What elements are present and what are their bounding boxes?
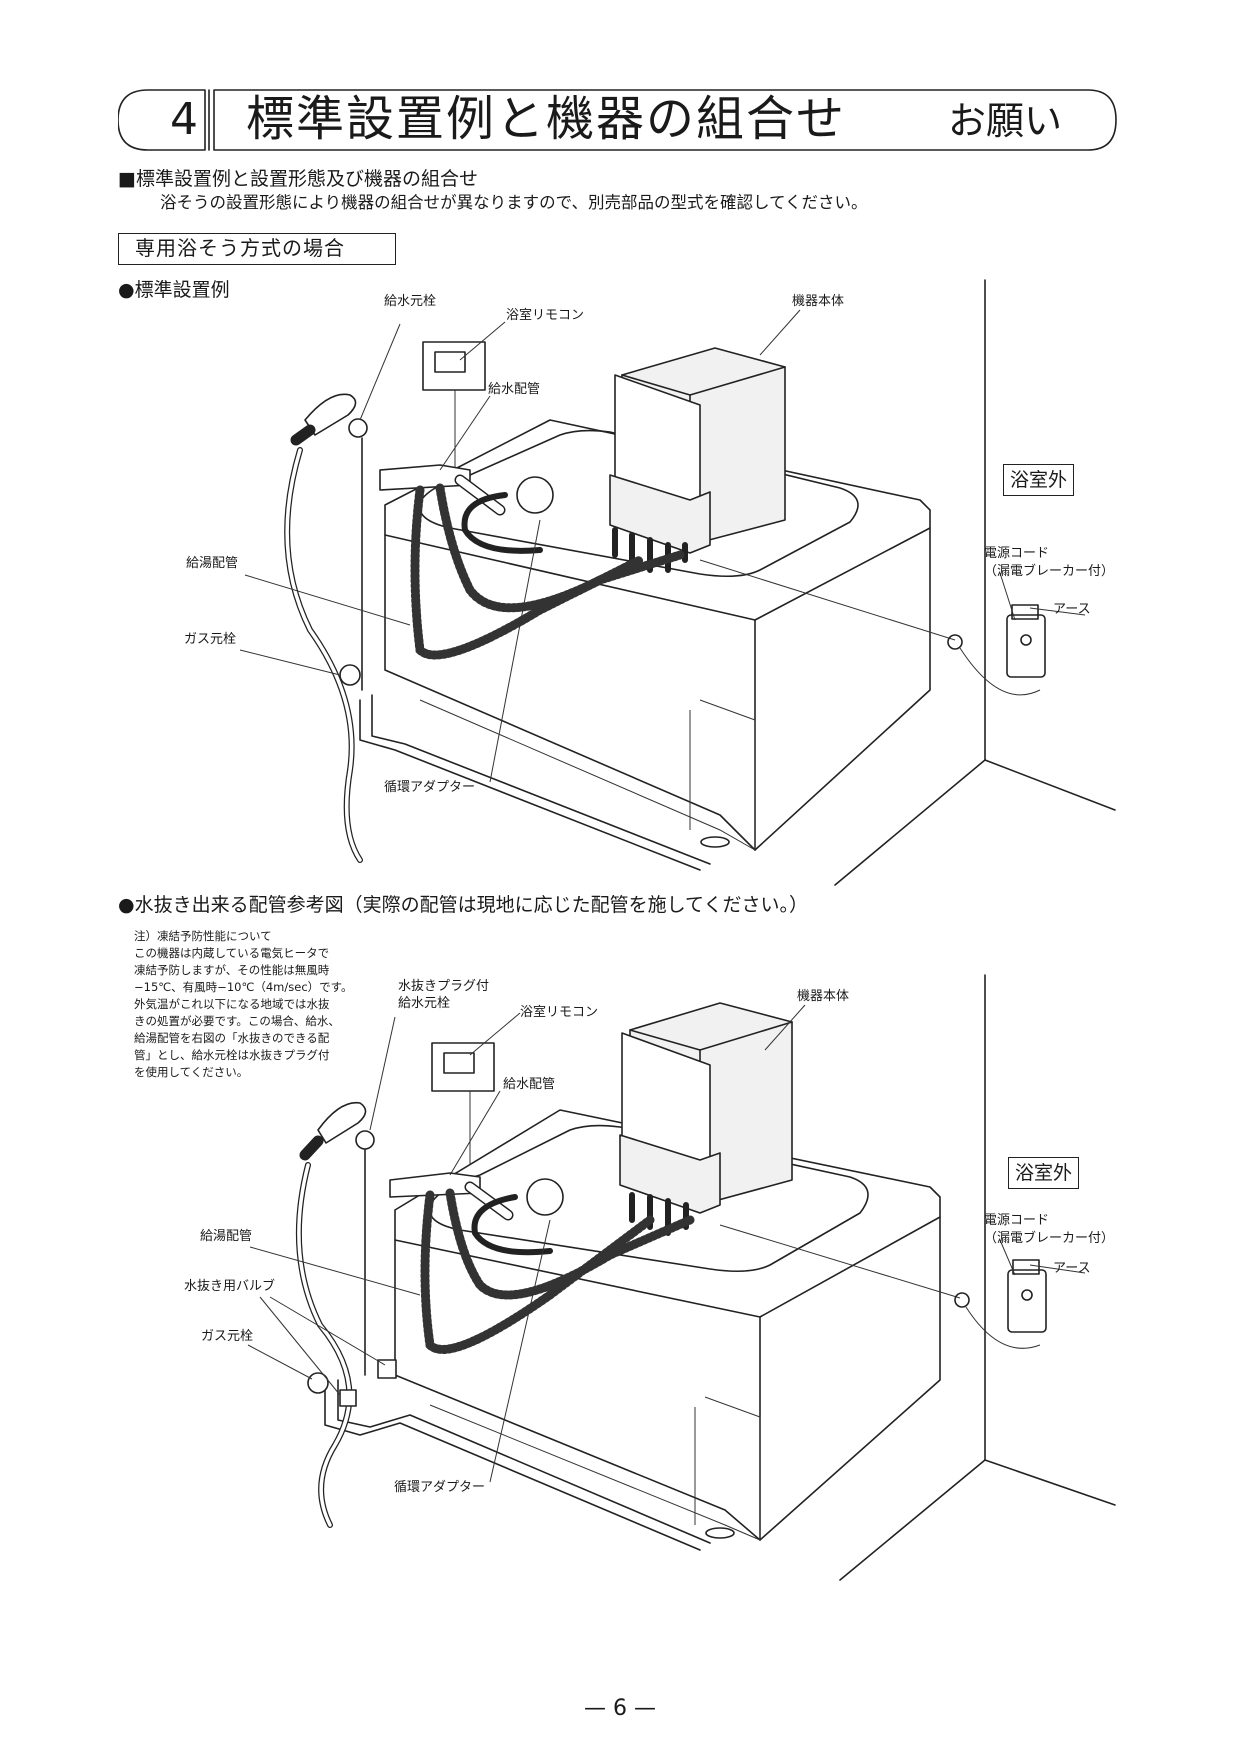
label-remote: 浴室リモコン (506, 308, 585, 323)
label-breaker: （漏電ブレーカー付） (984, 564, 1115, 579)
label-hot-pipe: 給湯配管 (200, 1229, 253, 1244)
label-plug-valve: 水抜きプラグ付 (398, 979, 490, 994)
note-line: を使用してください。 (134, 1065, 249, 1079)
label-drain-valve: 水抜き用バルブ (184, 1279, 276, 1294)
note-line: この機器は内蔵している電気ヒータで (134, 946, 330, 960)
label-unit: 機器本体 (792, 294, 845, 309)
section-number: 4 (170, 94, 198, 145)
request-label: お願い (948, 99, 1063, 143)
note-line: 注）凍結予防性能について (134, 929, 272, 943)
diagram-illustration (247, 974, 1116, 1581)
method-box: 専用浴そう方式の場合 (118, 233, 396, 265)
diagram-illustration (239, 279, 1116, 886)
label-gas-valve: ガス元栓 (184, 632, 237, 647)
page-number: — 6 — (584, 1696, 656, 1721)
note-line: きの処置が必要です。この場合、給水、 (134, 1014, 340, 1028)
label-water-valve: 給水元栓 (384, 294, 437, 309)
intro-heading: ■標準設置例と設置形態及び機器の組合せ (118, 168, 478, 190)
page-title: 標準設置例と機器の組合せ (246, 91, 847, 147)
label-water-pipe: 給水配管 (503, 1077, 556, 1092)
label-unit: 機器本体 (797, 989, 850, 1004)
label-earth: アース (1053, 1261, 1091, 1276)
label-outside: 浴室外 (1008, 1157, 1080, 1189)
installation-diagram-standard: 給水元栓 浴室リモコン 機器本体 給水配管 浴室外 給湯配管 電源コード （漏電… (0, 270, 1240, 900)
label-hot-pipe: 給湯配管 (186, 556, 239, 571)
label-gas-valve: ガス元栓 (201, 1329, 254, 1344)
note-line: 外気温がこれ以下になる地域では水抜 (134, 997, 330, 1011)
label-power-cord: 電源コード (984, 546, 1050, 561)
label-breaker: （漏電ブレーカー付） (984, 1231, 1115, 1246)
label-power-cord: 電源コード (984, 1213, 1050, 1228)
note-line: 凍結予防しますが、その性能は無風時 (134, 963, 330, 977)
label-water-pipe: 給水配管 (488, 382, 541, 397)
label-remote: 浴室リモコン (520, 1005, 599, 1020)
header-frame (118, 89, 1117, 151)
label-adapter: 循環アダプター (394, 1480, 486, 1495)
section2-heading: ●水抜き出来る配管参考図（実際の配管は現地に応じた配管を施してください。） (118, 894, 808, 916)
note-line: 給湯配管を右図の「水抜きのできる配 (134, 1031, 330, 1045)
installation-diagram-drainable: 水抜きプラグ付 給水元栓 浴室リモコン 機器本体 給水配管 浴室外 給湯配管 水… (0, 965, 1240, 1595)
intro-text: 浴そうの設置形態により機器の組合せが異なりますので、別売部品の型式を確認してくだ… (160, 193, 868, 212)
note-line: 管」とし、給水元栓は水抜きプラグ付 (134, 1048, 330, 1062)
label-earth: アース (1053, 602, 1091, 617)
page-header: 4 標準設置例と機器の組合せ お願い (118, 88, 1118, 152)
label-adapter: 循環アダプター (384, 780, 476, 795)
freeze-note: 注）凍結予防性能について この機器は内蔵している電気ヒータで 凍結予防しますが、… (134, 928, 354, 1081)
note-line: −15℃、有風時−10℃（4m/sec）です。 (134, 980, 353, 994)
section1-heading: ●標準設置例 (118, 279, 230, 301)
label-plug-valve-2: 給水元栓 (398, 996, 451, 1011)
label-outside: 浴室外 (1003, 464, 1075, 496)
